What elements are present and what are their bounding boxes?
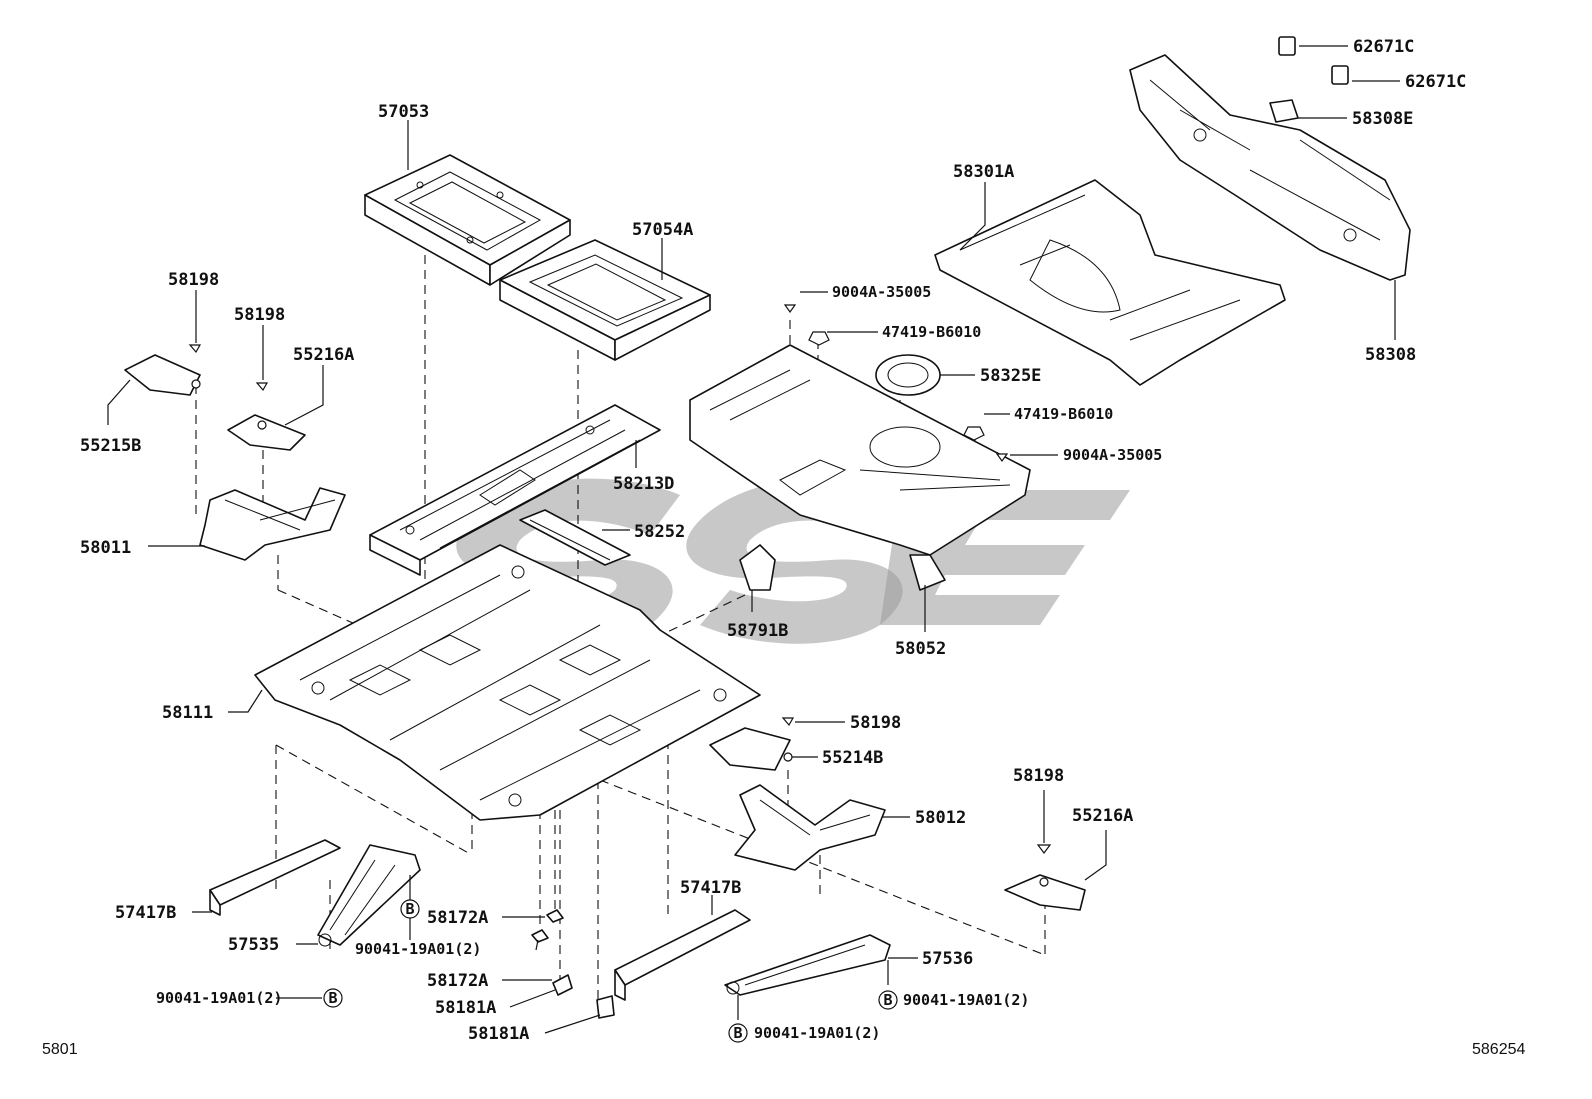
fastener-icons — [783, 304, 1009, 463]
label-55216A-b: 55216A — [1072, 806, 1133, 826]
part-58308-cross-panel — [1129, 54, 1411, 281]
label-58301A: 58301A — [953, 162, 1014, 182]
part-58172A-58181A-icons — [531, 909, 615, 1019]
label-58181A-b: 58181A — [468, 1024, 529, 1044]
callout-b-1: B — [328, 989, 337, 1007]
label-58308: 58308 — [1365, 345, 1416, 365]
label-58252: 58252 — [634, 522, 685, 542]
callout-b-4: B — [733, 1024, 742, 1042]
part-58011-crossmember — [199, 487, 346, 561]
label-58172A-a: 58172A — [427, 908, 488, 928]
part-57417B-rail-right — [614, 909, 751, 1001]
callout-B-markers: B B B B — [323, 899, 898, 1043]
part-labels: 57053 57054A 58198 58198 55216A 55215B 5… — [80, 37, 1466, 1044]
label-57417B-b: 57417B — [680, 878, 741, 898]
part-55215B-plate — [124, 354, 201, 396]
part-57054A-seat-frame — [499, 239, 711, 361]
label-58012: 58012 — [915, 808, 966, 828]
label-58172A-b: 58172A — [427, 971, 488, 991]
label-57053: 57053 — [378, 102, 429, 122]
part-58301A-rear-panel — [934, 179, 1286, 386]
label-57536: 57536 — [922, 949, 973, 969]
part-57053-seat-frame — [364, 154, 571, 286]
part-62671C-58308E-icons — [1269, 36, 1349, 123]
part-58213D-tunnel — [369, 404, 661, 576]
part-57417B-rail-left — [209, 839, 341, 916]
label-55216A-a: 55216A — [293, 345, 354, 365]
label-9004A-35005-b: 9004A-35005 — [1063, 446, 1162, 464]
label-90041-b: 90041-19A01(2) — [355, 940, 481, 958]
label-58111: 58111 — [162, 703, 213, 723]
label-90041-c: 90041-19A01(2) — [903, 991, 1029, 1009]
label-55215B: 55215B — [80, 436, 141, 456]
label-58198-c: 58198 — [850, 713, 901, 733]
label-62671C-b: 62671C — [1405, 72, 1466, 92]
label-58213D: 58213D — [613, 474, 674, 494]
bolt-58198-icons — [188, 344, 1052, 854]
label-47419-B6010-b: 47419-B6010 — [1014, 405, 1113, 423]
label-58308E: 58308E — [1352, 109, 1413, 129]
part-58325E-cover — [875, 354, 941, 396]
label-90041-a: 90041-19A01(2) — [156, 989, 282, 1007]
corner-code-right: 586254 — [1472, 1041, 1525, 1058]
part-58111-floor-pan — [254, 544, 761, 821]
part-57535-brace — [317, 844, 421, 947]
part-58012-crossmember — [734, 784, 886, 871]
leader-lines — [107, 45, 1400, 1034]
label-57417B-a: 57417B — [115, 903, 176, 923]
part-55214B-plate — [709, 727, 793, 771]
label-58198-b: 58198 — [234, 305, 285, 325]
part-55216A-plate-left — [227, 414, 306, 451]
corner-code-left: 5801 — [42, 1041, 78, 1058]
label-58198-a: 58198 — [168, 270, 219, 290]
label-57054A: 57054A — [632, 220, 693, 240]
callout-b-3: B — [883, 991, 892, 1009]
part-58252-bracket — [519, 509, 631, 566]
label-47419-B6010-a: 47419-B6010 — [882, 323, 981, 341]
label-58325E: 58325E — [980, 366, 1041, 386]
label-62671C-a: 62671C — [1353, 37, 1414, 57]
label-90041-d: 90041-19A01(2) — [754, 1024, 880, 1042]
label-58791B: 58791B — [727, 621, 788, 641]
callout-b-2: B — [405, 900, 414, 918]
label-58181A-a: 58181A — [435, 998, 496, 1018]
part-58052-rear-floor — [689, 344, 1031, 591]
label-58198-d: 58198 — [1013, 766, 1064, 786]
part-55216A-plate-right — [1004, 874, 1086, 911]
label-58052: 58052 — [895, 639, 946, 659]
part-57536-brace — [724, 934, 891, 996]
label-9004A-35005-a: 9004A-35005 — [832, 283, 931, 301]
label-58011: 58011 — [80, 538, 131, 558]
label-55214B: 55214B — [822, 748, 883, 768]
label-57535: 57535 — [228, 935, 279, 955]
part-58791B-bracket — [739, 544, 776, 591]
